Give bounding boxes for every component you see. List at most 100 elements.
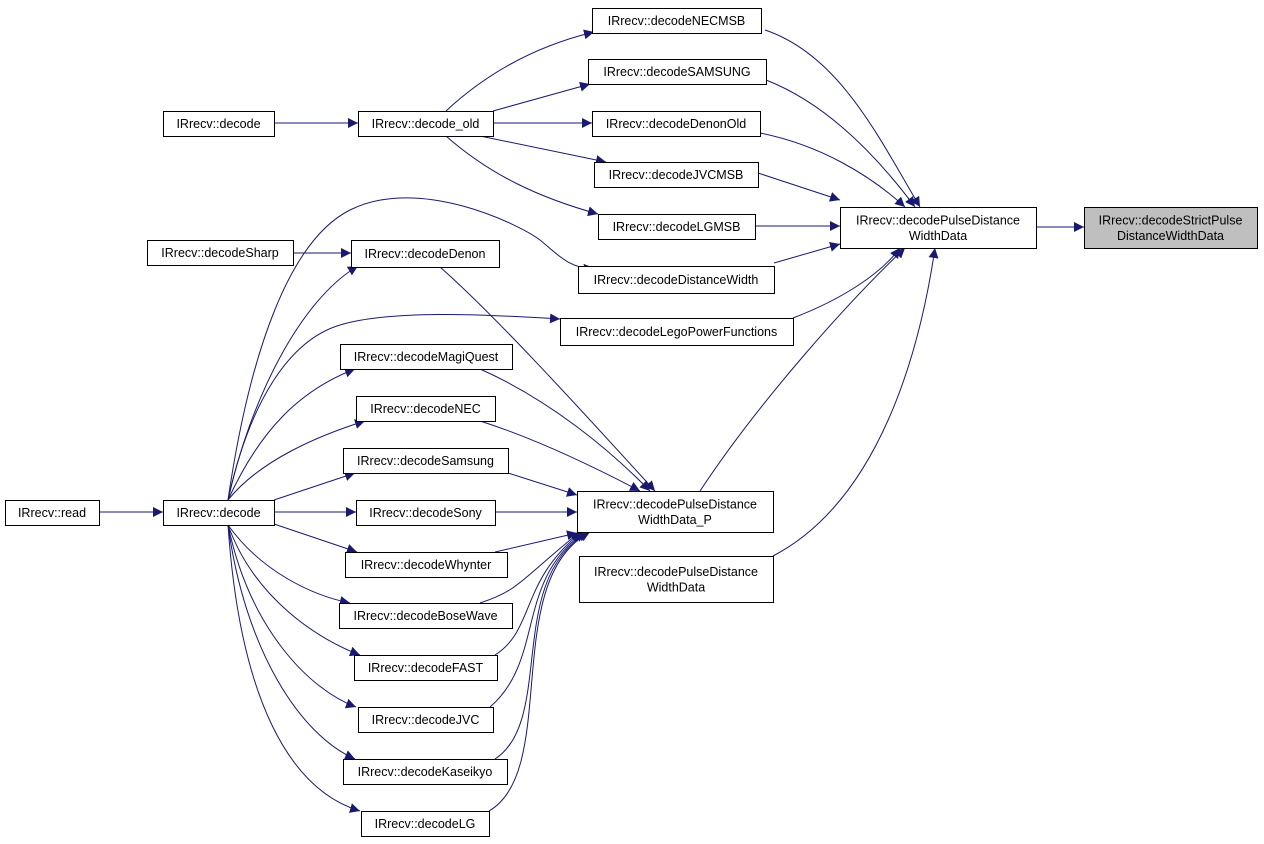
edge-lg-to-pdwdP bbox=[488, 531, 591, 812]
node-fast[interactable]: IRrecv::decodeFAST bbox=[354, 655, 498, 681]
node-denon[interactable]: IRrecv::decodeDenon bbox=[351, 240, 500, 268]
edge-jvc-to-pdwdP bbox=[489, 531, 586, 708]
edge-samsung-to-pdwdP bbox=[507, 472, 578, 497]
node-box bbox=[579, 556, 774, 603]
node-box bbox=[592, 8, 762, 34]
edge-decode-to-fast bbox=[227, 524, 361, 657]
edge-decode-to-magi bbox=[227, 367, 356, 501]
edge-decode-to-kaseikyo bbox=[227, 524, 356, 760]
node-box bbox=[163, 500, 275, 526]
edge-pdwdP-to-pdwd bbox=[699, 247, 906, 492]
function-nodes: IRrecv::decodeStrictPulseDistanceWidthDa… bbox=[5, 8, 1258, 837]
node-label: IRrecv::decodeDistanceWidth bbox=[594, 273, 759, 287]
node-box bbox=[147, 240, 294, 266]
node-label: IRrecv::decodePulseDistance bbox=[593, 498, 757, 512]
node-label: IRrecv::decodeBoseWave bbox=[353, 609, 497, 623]
node-label: IRrecv::decodePulseDistance bbox=[594, 565, 758, 579]
node-label: WidthData bbox=[909, 229, 967, 243]
node-label: IRrecv::decodeLG bbox=[375, 817, 476, 831]
edge-decode-to-samsung bbox=[273, 471, 356, 501]
node-label: IRrecv::decode bbox=[176, 506, 260, 520]
node-distw[interactable]: IRrecv::decodeDistanceWidth bbox=[578, 266, 775, 294]
node-lego[interactable]: IRrecv::decodeLegoPowerFunctions bbox=[560, 318, 794, 346]
edge-denonOld-to-pdwd bbox=[759, 132, 906, 208]
edge-decode-to-distw bbox=[227, 197, 595, 501]
node-samsung[interactable]: IRrecv::decodeSamsung bbox=[343, 448, 509, 474]
node-denonOld[interactable]: IRrecv::decodeDenonOld bbox=[592, 111, 761, 137]
node-box bbox=[840, 207, 1037, 249]
node-sony[interactable]: IRrecv::decodeSony bbox=[356, 500, 496, 526]
node-lgmsb[interactable]: IRrecv::decodeLGMSB bbox=[598, 214, 756, 240]
node-bose[interactable]: IRrecv::decodeBoseWave bbox=[339, 603, 513, 629]
node-box bbox=[339, 603, 513, 629]
node-label: IRrecv::decodeFAST bbox=[368, 661, 484, 675]
node-read[interactable]: IRrecv::read bbox=[5, 500, 100, 526]
node-label: IRrecv::decodeSharp bbox=[161, 246, 278, 260]
node-label: IRrecv::decodeSony bbox=[369, 506, 482, 520]
node-box bbox=[1084, 207, 1258, 249]
node-strict[interactable]: IRrecv::decodeStrictPulseDistanceWidthDa… bbox=[1084, 207, 1258, 249]
node-box bbox=[356, 500, 496, 526]
node-box bbox=[560, 318, 794, 346]
node-box bbox=[361, 811, 490, 837]
node-label: IRrecv::decodeWhynter bbox=[361, 558, 492, 572]
node-box bbox=[163, 111, 275, 137]
node-box bbox=[340, 344, 513, 370]
node-whynter[interactable]: IRrecv::decodeWhynter bbox=[345, 552, 508, 578]
node-kaseikyo[interactable]: IRrecv::decodeKaseikyo bbox=[343, 759, 508, 785]
node-box bbox=[343, 759, 508, 785]
edge-decode-to-denon bbox=[227, 265, 359, 501]
node-samsungU[interactable]: IRrecv::decodeSAMSUNG bbox=[588, 59, 767, 85]
node-box bbox=[598, 214, 756, 240]
edge-jvcmsb-to-pdwd bbox=[757, 172, 841, 202]
node-box bbox=[577, 491, 774, 533]
node-decodeTop[interactable]: IRrecv::decode bbox=[163, 111, 275, 137]
node-lg[interactable]: IRrecv::decodeLG bbox=[361, 811, 490, 837]
edge-samsungU-to-pdwd bbox=[765, 79, 916, 208]
edge-decode-to-nec bbox=[227, 419, 366, 501]
node-jvcmsb[interactable]: IRrecv::decodeJVCMSB bbox=[594, 162, 759, 188]
node-box bbox=[594, 162, 759, 188]
node-box bbox=[592, 111, 761, 137]
node-sharp[interactable]: IRrecv::decodeSharp bbox=[147, 240, 294, 266]
edge-nec-to-pdwdP bbox=[479, 420, 641, 492]
node-label: IRrecv::decodeJVCMSB bbox=[609, 168, 744, 182]
node-label: IRrecv::decodeNECMSB bbox=[608, 14, 746, 28]
edge-magi-to-pdwdP bbox=[479, 368, 651, 492]
node-box bbox=[578, 266, 775, 294]
edge-whynter-to-pdwdP bbox=[494, 530, 578, 553]
node-label: IRrecv::read bbox=[18, 506, 86, 520]
node-decode[interactable]: IRrecv::decode bbox=[163, 500, 275, 526]
edge-decodeOld-to-jvcmsb bbox=[479, 135, 607, 165]
node-label: WidthData bbox=[647, 581, 705, 595]
edge-decode-to-bose bbox=[227, 524, 351, 606]
node-label: IRrecv::decodeLegoPowerFunctions bbox=[576, 325, 778, 339]
node-label: WidthData_P bbox=[638, 513, 712, 527]
node-decodeOld[interactable]: IRrecv::decode_old bbox=[358, 111, 494, 137]
edge-bose-to-pdwdP bbox=[479, 531, 581, 604]
node-box bbox=[356, 396, 496, 422]
edge-decodeOld-to-lgmsb bbox=[445, 135, 599, 217]
edge-necmsb-to-pdwd bbox=[764, 29, 921, 208]
edge-decodeOld-to-samsungU bbox=[492, 81, 591, 112]
node-box bbox=[358, 111, 494, 137]
node-nec[interactable]: IRrecv::decodeNEC bbox=[356, 396, 496, 422]
node-label: IRrecv::decodeKaseikyo bbox=[358, 765, 493, 779]
node-label: IRrecv::decode bbox=[176, 117, 260, 131]
edge-kaseikyo-to-pdwdP bbox=[494, 531, 589, 760]
node-label: IRrecv::decodeJVC bbox=[372, 713, 480, 727]
node-label: DistanceWidthData bbox=[1117, 229, 1224, 243]
edge-decode-to-lego bbox=[227, 313, 561, 501]
node-magi[interactable]: IRrecv::decodeMagiQuest bbox=[340, 344, 513, 370]
node-box bbox=[5, 500, 100, 526]
edge-decode-to-whynter bbox=[273, 523, 358, 554]
node-label: IRrecv::decode_old bbox=[372, 117, 480, 131]
node-necmsb[interactable]: IRrecv::decodeNECMSB bbox=[592, 8, 762, 34]
node-label: IRrecv::decodeSAMSUNG bbox=[603, 65, 750, 79]
node-jvc[interactable]: IRrecv::decodeJVC bbox=[358, 707, 494, 733]
edge-decode-to-lg bbox=[227, 524, 361, 813]
